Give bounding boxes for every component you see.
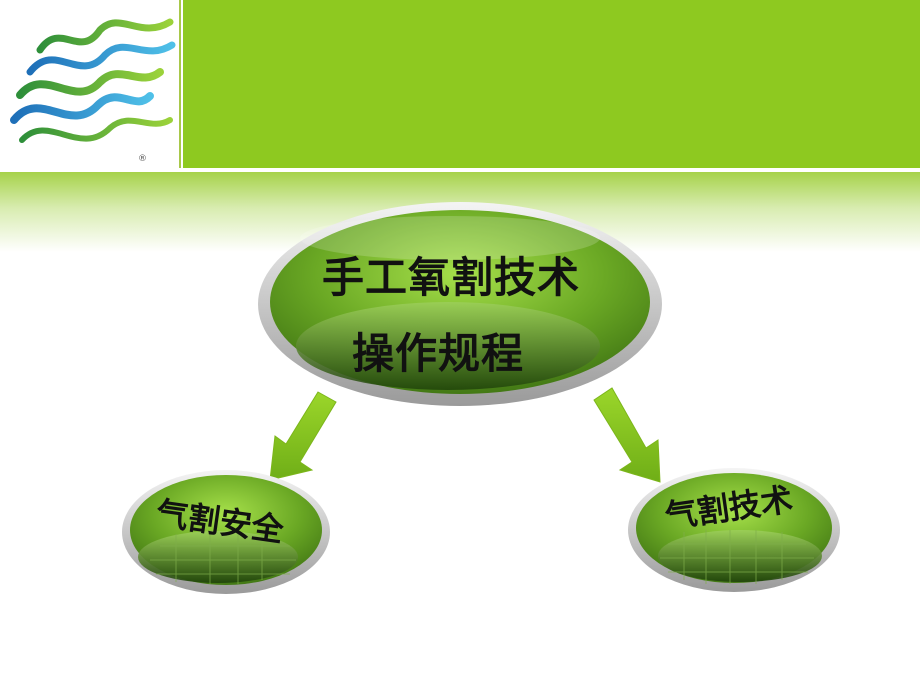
left-node — [122, 470, 330, 594]
main-node-subtitle: 操作规程 — [352, 329, 525, 378]
header-band — [183, 0, 920, 168]
main-node-title: 手工氧割技术 — [322, 253, 581, 302]
registered-mark: ® — [138, 154, 147, 164]
right-node — [628, 468, 840, 592]
wave-logo-icon — [10, 18, 176, 143]
arrow-right — [593, 387, 661, 483]
logo-panel: ® — [0, 0, 181, 168]
header-divider — [0, 168, 920, 172]
arrow-left — [269, 391, 337, 481]
main-node — [258, 202, 662, 406]
